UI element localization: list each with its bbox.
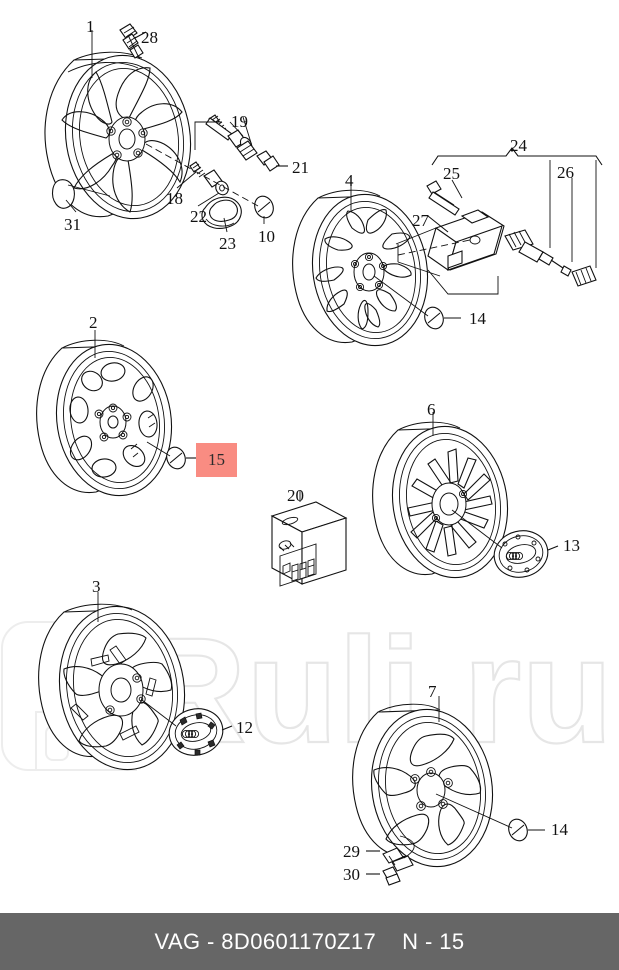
callout-29: 29 xyxy=(343,842,360,861)
callout-6: 6 xyxy=(427,400,436,419)
part-14-valve-cap-bottom xyxy=(508,818,528,842)
part-28-valve-stem xyxy=(119,23,144,59)
part-27-tpms-sensor xyxy=(427,209,505,271)
callout-19: 19 xyxy=(231,112,248,131)
wheel-7-assembly xyxy=(352,696,545,886)
wheel-2-assembly xyxy=(36,330,200,497)
part-24-valve-assembly xyxy=(504,229,572,277)
callout-1: 1 xyxy=(86,17,95,36)
part-30-balance-weight xyxy=(382,866,401,886)
callout-14-top: 14 xyxy=(469,309,486,328)
callout-31: 31 xyxy=(64,215,81,234)
part-26-valve-cap xyxy=(571,265,597,287)
callout-23: 23 xyxy=(219,234,236,253)
part-14-valve-cap-top xyxy=(424,306,444,330)
callout-12: 12 xyxy=(236,718,253,737)
wheel-4-assembly xyxy=(292,147,603,347)
callout-28: 28 xyxy=(141,28,158,47)
callout-22: 22 xyxy=(190,207,207,226)
part-20-valve-cap-set xyxy=(270,490,348,587)
callout-3: 3 xyxy=(92,577,101,596)
callout-27: 27 xyxy=(412,211,429,230)
wheel-3-assembly xyxy=(38,592,233,771)
part-23-removal-tool xyxy=(201,196,242,229)
footer-catalog-label: VAG - 8D0601170Z17 N - 15 xyxy=(155,929,465,955)
part-25-sensor-screw xyxy=(426,180,460,216)
part-21-lock-nut xyxy=(236,140,280,172)
footer-part-number-value: 8D0601170Z17 xyxy=(221,928,377,954)
footer-part-number: VAG - xyxy=(154,928,222,954)
part-15-valve-cap xyxy=(166,446,186,470)
callout-25: 25 xyxy=(443,164,460,183)
footer-page-code: N - 15 xyxy=(402,928,465,954)
callout-21: 21 xyxy=(292,158,309,177)
callout-7: 7 xyxy=(428,682,437,701)
callout-30: 30 xyxy=(343,865,360,884)
callout-24: 24 xyxy=(510,136,527,155)
part-12-centre-cap xyxy=(168,708,224,756)
wheel-1-assembly xyxy=(44,23,288,233)
footer-bar: VAG - 8D0601170Z17 N - 15 xyxy=(0,913,619,970)
callout-26: 26 xyxy=(557,163,574,182)
part-10-valve-cap xyxy=(254,195,274,219)
callout-13: 13 xyxy=(563,536,580,555)
wheel-6-assembly xyxy=(372,412,559,579)
part-13-centre-cap xyxy=(493,530,549,578)
callout-18: 18 xyxy=(166,189,183,208)
callout-14-bottom: 14 xyxy=(551,820,568,839)
part-29-balance-weight xyxy=(382,847,414,872)
callout-15-highlighted: 15 xyxy=(196,443,237,477)
callout-20: 20 xyxy=(287,486,304,505)
diagram-canvas: Ruli.ru xyxy=(1,23,614,886)
diagram-svg: Ruli.ru xyxy=(1,23,614,886)
callout-2: 2 xyxy=(89,313,98,332)
callout-10: 10 xyxy=(258,227,275,246)
callout-4: 4 xyxy=(345,171,354,190)
